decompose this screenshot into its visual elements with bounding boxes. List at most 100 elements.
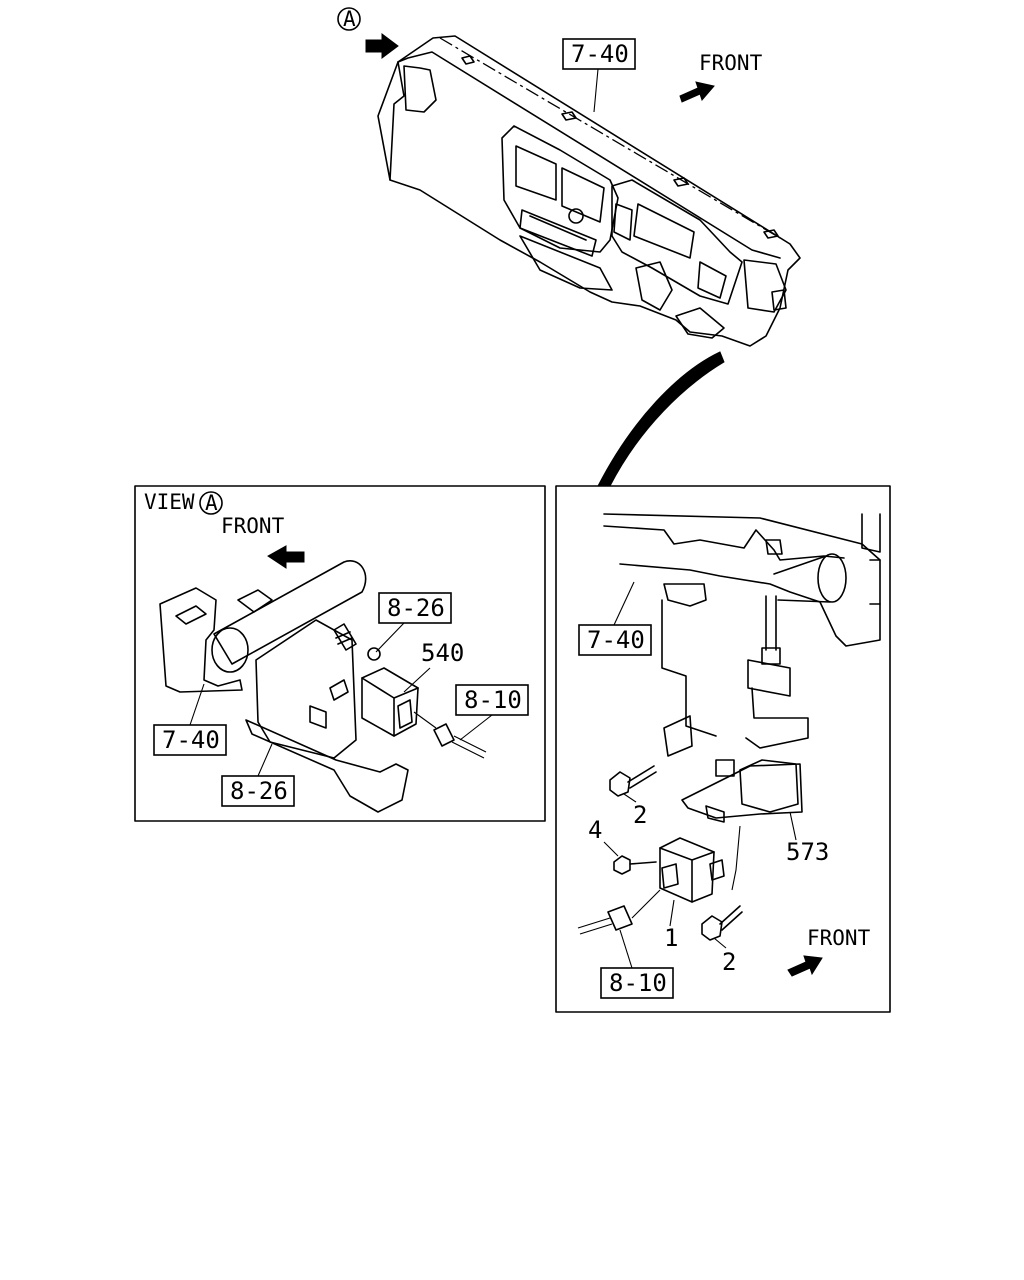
dash-underside-lip: [603, 525, 845, 561]
control-unit-1-leader: [669, 899, 675, 927]
harness-wire-right: [577, 889, 661, 935]
dash-right-end: [861, 513, 881, 605]
detail-frame: [555, 485, 891, 1013]
control-unit-540-leader: [403, 667, 431, 693]
view-a-marker-letter: A: [343, 7, 356, 31]
bolt-upper: [609, 765, 657, 797]
harness-ref-left-box: [455, 684, 529, 716]
dashboard-ref-left-box: [153, 724, 227, 756]
instrument-cluster: [611, 179, 743, 305]
bolt-lower: [701, 905, 743, 941]
knee-bolster: [675, 307, 725, 339]
unit-573-tab: [715, 759, 735, 777]
cross-car-beam-end: [211, 627, 249, 673]
center-console: [501, 125, 619, 253]
unit-573-flange: [705, 805, 725, 823]
unit-573-body: [739, 759, 799, 813]
mount-bracket-upper: [663, 583, 707, 607]
harness-connector-right: [607, 905, 633, 931]
cluster-display: [633, 203, 695, 259]
nut-4-leader: [603, 841, 619, 857]
view-a-panel: VIEW A FRONT 8-26 540 8-10 7: [134, 485, 546, 822]
dashboard-ref-left-label: 7-40: [162, 726, 220, 754]
front-arrow-left: [267, 545, 305, 569]
dash-clip-4: [763, 229, 779, 239]
support-plate: [255, 619, 357, 759]
detail-callout-arrow: [597, 351, 725, 487]
view-a-frame: [134, 485, 546, 822]
retaining-nut: [367, 647, 381, 661]
left-mount-detail: [175, 605, 207, 625]
front-label-right: FRONT: [807, 926, 871, 950]
front-label-left: FRONT: [221, 514, 285, 538]
dashboard-outline: [377, 35, 801, 347]
console-radio: [519, 209, 597, 257]
console-upper-vents: [515, 145, 605, 223]
bolt-upper-leader: [623, 793, 637, 803]
dash-clip-2: [561, 111, 577, 121]
control-unit-1-connector: [661, 863, 679, 889]
support-plate-slot: [309, 705, 327, 729]
harness-ref-right-box: [600, 967, 674, 999]
dashboard-ref-box: [562, 38, 636, 70]
view-a-title: VIEW: [144, 490, 195, 514]
unit-573-label: 573: [786, 838, 829, 866]
bolt-lower-label: 2: [722, 948, 736, 976]
control-unit-540: [361, 667, 419, 737]
console-knob: [568, 208, 584, 224]
mount-bracket-lower: [747, 659, 791, 697]
lower-bracket-leg: [245, 719, 409, 813]
support-rail: [745, 687, 809, 749]
spring-clip: [333, 623, 357, 651]
dashboard-ref-left-leader: [189, 683, 205, 726]
harness-ref-right-label: 8-10: [609, 969, 667, 997]
upper-bracket-tab: [237, 589, 273, 613]
dashboard-ref-leader: [593, 68, 599, 113]
detail-panel: 7-40 2 573 4 1 2 FRONT 8-10: [555, 485, 891, 1013]
dash-clip-boss: [765, 539, 783, 555]
steering-column-opening: [635, 261, 673, 311]
bracket-ref-top-leader: [375, 622, 405, 653]
control-unit-1-ear: [709, 859, 725, 881]
dashboard-ref-right-box: [578, 624, 652, 656]
dashboard-ref-right-leader: [613, 581, 635, 626]
nut-4: [613, 855, 657, 875]
dashboard-right-clip: [771, 289, 787, 311]
bracket-ref-bottom-box: [221, 775, 295, 807]
bolt-upper-label: 2: [633, 801, 647, 829]
harness-ref-left-label: 8-10: [464, 686, 522, 714]
unit-573-leader-wire: [731, 825, 741, 891]
control-unit-540-label: 540: [421, 639, 464, 667]
front-arrow-top: [679, 81, 715, 103]
control-unit-540-connector: [397, 699, 413, 729]
dash-clip-1: [461, 55, 475, 65]
front-label-top: FRONT: [699, 51, 763, 75]
control-unit-1-label: 1: [664, 924, 678, 952]
mount-bracket-lower-clip: [761, 647, 781, 665]
dashboard-left-end: [403, 65, 437, 113]
nut-4-label: 4: [588, 816, 602, 844]
dashboard-right-cap: [743, 259, 787, 313]
bracket-ref-top-label: 8-26: [387, 594, 445, 622]
harness-connector-left: [433, 723, 455, 747]
dashboard-top-edge: [397, 51, 781, 259]
bracket-ref-bottom-leader: [257, 743, 273, 777]
unit-573-bracket: [681, 763, 803, 819]
view-a-direction-arrow: [365, 33, 399, 59]
cross-car-beam: [213, 560, 367, 665]
console-lower: [519, 235, 613, 291]
bracket-ref-top-box: [378, 592, 452, 624]
mount-bracket-vertical: [661, 595, 777, 737]
dashboard-front-face: [389, 61, 405, 181]
view-a-title-marker: A: [205, 491, 218, 515]
left-mount-bracket: [159, 587, 243, 693]
harness-ref-right-leader: [619, 929, 633, 969]
front-arrow-right: [787, 955, 823, 977]
view-a-marker-circle: [337, 7, 361, 31]
dashboard-assembly: A 7-40 FRONT: [337, 7, 801, 347]
cross-beam-end-right: [817, 553, 847, 603]
harness-wire-left: [413, 711, 487, 759]
harness-ref-left-leader: [459, 714, 493, 741]
support-plate-hole: [329, 679, 349, 701]
